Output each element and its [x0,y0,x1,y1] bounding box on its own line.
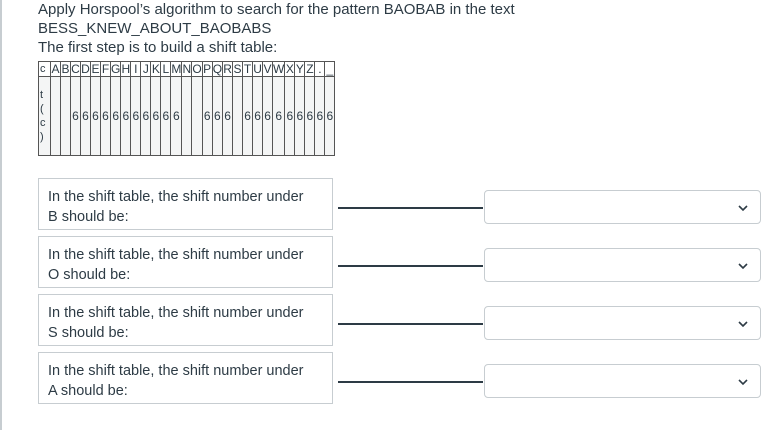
chevron-down-icon [737,317,749,329]
shift-value-cell: 6 [160,76,172,156]
shift-value-cell [181,76,193,156]
shift-table-header-row: c A B C D E F G H I J K L M N O P Q R S … [38,61,336,77]
shift-value-cell: 6 [252,76,264,156]
answer-dropdown-a[interactable] [484,364,761,398]
match-connector-line [338,207,483,209]
shift-header-cell: E [90,61,101,77]
match-prompt-a: In the shift table, the shift number und… [38,352,333,404]
match-prompt-line-1: In the shift table, the shift number und… [48,363,304,379]
shift-value-cell: 6 [150,76,162,156]
shift-header-cell: A [50,61,61,77]
shift-header-cell: H [120,61,132,77]
shift-value-cell: 6 [294,76,306,156]
match-connector-line [338,381,483,383]
match-prompt-s: In the shift table, the shift number und… [38,294,333,346]
shift-header-cell: U [252,61,264,77]
shift-header-cell: L [160,61,172,77]
match-connector-line [338,265,483,267]
shift-value-cell: 6 [130,76,142,156]
question-line-1: Apply Horspool’s algorithm to search for… [38,1,515,18]
shift-header-cell: S [232,61,244,77]
match-prompt-o: In the shift table, the shift number und… [38,236,333,288]
shift-header-cell: G [109,61,122,77]
shift-header-cell: N [181,61,193,77]
shift-header-cell: B [60,61,71,77]
chevron-down-icon [737,201,749,213]
shift-header-cell: D [80,61,91,77]
match-prompt-text: In the shift table, the shift number und… [48,303,333,343]
shift-value-cell: 6 [262,76,274,156]
shift-value-cell [50,76,61,156]
shift-header-cell: . [314,61,326,77]
shift-table-row-label: t ( c ) [38,76,51,156]
match-prompt-text: In the shift table, the shift number und… [48,245,333,285]
match-connector-line [338,323,483,325]
shift-header-cell: Y [294,61,306,77]
match-prompt-line-1: In the shift table, the shift number und… [48,305,304,321]
shift-value-cell: 6 [222,76,234,156]
shift-header-cell: T [242,61,254,77]
match-prompt-text: In the shift table, the shift number und… [48,187,333,227]
shift-value-cell: 6 [140,76,152,156]
shift-header-cell: W [272,61,286,77]
shift-value-cell: 6 [170,76,183,156]
shift-table-corner-label: c [38,61,51,77]
chevron-down-icon [737,375,749,387]
answer-dropdown-b[interactable] [484,190,761,224]
shift-header-cell: P [201,61,213,77]
shift-value-cell: 6 [211,76,224,156]
match-prompt-line-2: S should be: [48,325,129,341]
shift-value-cell: 6 [109,76,122,156]
match-prompt-line-2: O should be: [48,267,131,283]
shift-header-cell: V [262,61,274,77]
shift-header-cell: _ [324,61,336,77]
shift-value-cell [191,76,203,156]
shift-value-cell: 6 [314,76,326,156]
shift-value-cell: 6 [90,76,101,156]
shift-value-cell: 6 [100,76,111,156]
shift-value-cell: 6 [324,76,336,156]
shift-header-cell: K [150,61,162,77]
shift-table: c A B C D E F G H I J K L M N O P Q R S … [38,61,336,156]
shift-header-cell: F [100,61,111,77]
shift-header-cell: C [70,61,81,77]
match-prompt-b: In the shift table, the shift number und… [38,178,333,230]
answer-dropdown-s[interactable] [484,306,761,340]
shift-value-cell [60,76,71,156]
shift-header-cell: Z [304,61,316,77]
shift-header-cell: J [140,61,152,77]
shift-value-cell: 6 [120,76,132,156]
chevron-down-icon [737,259,749,271]
shift-value-cell: 6 [201,76,213,156]
question-line-2: BESS_KNEW_ABOUT_BAOBABS [38,20,272,37]
shift-header-cell: R [222,61,234,77]
match-prompt-text: In the shift table, the shift number und… [48,361,333,401]
shift-header-cell: X [284,61,296,77]
match-prompt-line-2: A should be: [48,383,128,399]
shift-table-values-row: t ( c ) 6 6 6 6 6 6 6 6 6 6 6 6 6 6 6 6 … [38,76,336,156]
page-left-border [0,0,2,430]
answer-dropdown-o[interactable] [484,248,761,282]
shift-value-cell: 6 [242,76,254,156]
shift-header-cell: Q [211,61,224,77]
shift-value-cell: 6 [304,76,316,156]
shift-header-cell: O [191,61,203,77]
question-line-3: The first step is to build a shift table… [38,39,278,56]
shift-header-cell: M [170,61,183,77]
shift-value-cell: 6 [284,76,296,156]
match-prompt-line-2: B should be: [48,209,129,225]
shift-value-cell: 6 [80,76,91,156]
shift-value-cell [232,76,244,156]
shift-header-cell: I [130,61,142,77]
shift-value-cell: 6 [70,76,81,156]
match-prompt-line-1: In the shift table, the shift number und… [48,247,304,263]
shift-value-cell: 6 [272,76,286,156]
match-prompt-line-1: In the shift table, the shift number und… [48,189,304,205]
